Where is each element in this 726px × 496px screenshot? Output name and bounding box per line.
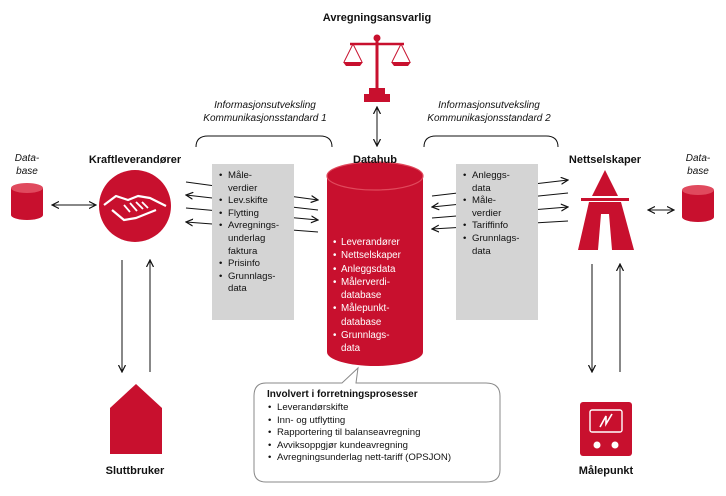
datahub-item-line: Grunnlags- bbox=[341, 330, 390, 342]
left-info-item: Måle-verdier bbox=[218, 170, 290, 195]
scale-icon bbox=[343, 34, 411, 102]
right-info-item: Anleggs-data bbox=[462, 170, 534, 195]
right-info-item-line: Tariffinfo bbox=[472, 220, 509, 232]
standard-1-line-2: Kommunikasjonsstandard 1 bbox=[203, 113, 327, 124]
kraftleverandorer-label: Kraftleverandører bbox=[88, 154, 182, 166]
datahub-item-line: Målepunkt- bbox=[341, 303, 390, 315]
datahub-item: Grunnlags-data bbox=[333, 329, 423, 356]
datahub-list: LeverandørerNettselskaperAnleggsdataMåle… bbox=[333, 236, 423, 356]
standard-2-line-1: Informasjonsutveksling bbox=[438, 100, 540, 111]
process-item: Leverandørskifte bbox=[267, 402, 497, 415]
datahub-item: Nettselskaper bbox=[333, 249, 423, 263]
left-info-item-line: Lev.skifte bbox=[228, 195, 268, 207]
datahub-item-line: database bbox=[341, 316, 382, 328]
datahub-item: Anleggsdata bbox=[333, 263, 423, 277]
database-right-line-1: Data- bbox=[685, 153, 711, 164]
datahub-item-line: Målerverdi- bbox=[341, 276, 390, 288]
right-info-item-line: data bbox=[472, 182, 491, 194]
right-info-item-line: Grunnlags- bbox=[472, 232, 520, 244]
standard-1-line-1: Informasjonsutveksling bbox=[214, 100, 316, 111]
datahub-label: Datahub bbox=[353, 154, 397, 166]
left-info-item: Grunnlags-data bbox=[218, 271, 290, 296]
left-info-box: Måle-verdierLev.skifteFlyttingAvregnings… bbox=[212, 164, 294, 320]
handshake-icon bbox=[99, 170, 171, 242]
left-info-item-line: faktura bbox=[228, 245, 258, 257]
left-info-item-line: underlag bbox=[228, 232, 266, 244]
standard-1-caption: Informasjonsutveksling Kommunikasjonssta… bbox=[170, 99, 360, 125]
left-info-item-line: verdier bbox=[228, 182, 258, 194]
right-info-item-line: Anleggs- bbox=[472, 170, 510, 181]
datahub-content: LeverandørerNettselskaperAnleggsdataMåle… bbox=[333, 236, 423, 356]
process-item: Avviksoppgjør kundeavregning bbox=[267, 440, 497, 453]
left-info-item-line: Måle- bbox=[228, 170, 252, 181]
processes-list: LeverandørskifteInn- og utflyttingRappor… bbox=[267, 402, 497, 465]
datahub-item: Målerverdi-database bbox=[333, 276, 423, 303]
standard-1-bracket bbox=[195, 135, 333, 148]
meter-icon bbox=[580, 402, 632, 456]
right-info-item: Grunnlags-data bbox=[462, 233, 534, 258]
database-right-line-2: base bbox=[687, 166, 709, 177]
left-info-item-line: Avregnings- bbox=[228, 220, 280, 232]
datahub-item: Leverandører bbox=[333, 236, 423, 250]
database-right-label: Data- base bbox=[675, 152, 721, 178]
datahub-item-line: data bbox=[341, 343, 361, 355]
left-info-item: Flytting bbox=[218, 208, 290, 221]
standard-2-line-2: Kommunikasjonsstandard 2 bbox=[427, 113, 551, 124]
right-info-item: Måle-verdier bbox=[462, 195, 534, 220]
database-right-icon bbox=[682, 185, 714, 222]
standard-2-bracket bbox=[423, 135, 559, 148]
right-info-box: Anleggs-dataMåle-verdierTariffinfoGrunnl… bbox=[456, 164, 538, 320]
datahub-item-line: Nettselskaper bbox=[341, 250, 401, 262]
left-info-item: Prisinfo bbox=[218, 258, 290, 271]
right-info-item-line: verdier bbox=[472, 207, 502, 219]
right-info-item: Tariffinfo bbox=[462, 220, 534, 233]
right-info-item-line: data bbox=[472, 245, 491, 257]
left-info-item-line: Grunnlags- bbox=[228, 270, 276, 282]
process-item: Avregningsunderlag nett-tariff (OPSJON) bbox=[267, 452, 497, 465]
sluttbruker-label: Sluttbruker bbox=[105, 465, 165, 477]
left-info-item-line: Prisinfo bbox=[228, 258, 260, 270]
database-left-line-2: base bbox=[16, 166, 38, 177]
datahub-item-line: Leverandører bbox=[341, 237, 400, 248]
processes-title: Involvert i forretningsprosesser bbox=[267, 389, 418, 400]
malepunkt-label: Målepunkt bbox=[578, 465, 634, 477]
house-icon bbox=[110, 384, 162, 454]
left-info-item-line: data bbox=[228, 283, 247, 295]
left-info-item-line: Flytting bbox=[228, 207, 259, 219]
database-left-icon bbox=[11, 183, 43, 220]
database-left-label: Data- base bbox=[4, 152, 50, 178]
datahub-item-line: Anleggsdata bbox=[341, 263, 396, 275]
pylon-icon bbox=[578, 170, 634, 250]
datahub-item: Målepunkt-database bbox=[333, 302, 423, 329]
left-info-item: Lev.skifte bbox=[218, 195, 290, 208]
left-info-list: Måle-verdierLev.skifteFlyttingAvregnings… bbox=[218, 170, 290, 296]
avregningsansvarlig-label: Avregningsansvarlig bbox=[322, 12, 432, 24]
right-info-item-line: Måle- bbox=[472, 195, 496, 207]
nettselskaper-label: Nettselskaper bbox=[568, 154, 642, 166]
right-info-list: Anleggs-dataMåle-verdierTariffinfoGrunnl… bbox=[462, 170, 534, 258]
database-left-line-1: Data- bbox=[14, 153, 40, 164]
datahub-item-line: database bbox=[341, 290, 382, 302]
standard-2-caption: Informasjonsutveksling Kommunikasjonssta… bbox=[394, 99, 584, 125]
process-item: Rapportering til balanseavregning bbox=[267, 427, 497, 440]
processes-content: Involvert i forretningsprosesser Leveran… bbox=[267, 389, 497, 465]
process-item: Inn- og utflytting bbox=[267, 415, 497, 428]
